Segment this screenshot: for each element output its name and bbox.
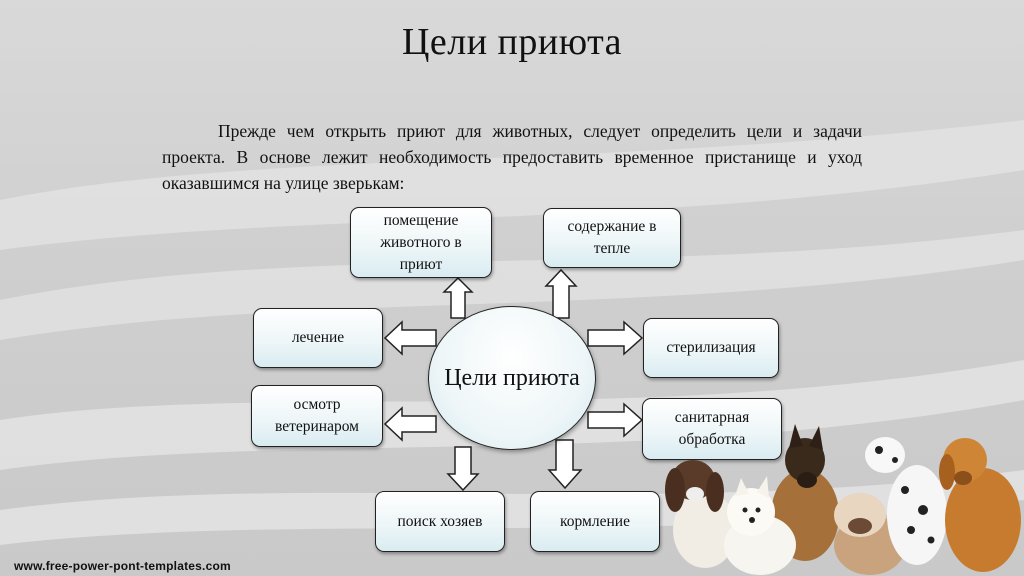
footer-url[interactable]: www.free-power-pont-templates.com (14, 559, 231, 573)
center-goal-circle: Цели приюта (428, 306, 596, 450)
dogs-group-illustration (665, 424, 1021, 575)
goal-label: поиск хозяев (397, 512, 483, 530)
center-label: Цели приюта (444, 365, 580, 391)
dog-dalmatian-icon (865, 437, 947, 565)
arrow-down-left (446, 446, 480, 492)
dog-golden-retriever-icon (939, 438, 1021, 572)
goal-box-vet-check: осмотр ветеринаром (251, 385, 383, 447)
goal-label: санитарная обработка (674, 409, 750, 448)
goal-box-warmth: содержание в тепле (543, 208, 681, 268)
arrow-left-bottom (383, 406, 437, 442)
goal-label: кормление (560, 512, 630, 530)
slide-title: Цели приюта (401, 21, 623, 63)
goal-label: стерилизация (666, 339, 756, 356)
goal-label: содержание в тепле (567, 218, 657, 257)
goal-box-treatment: лечение (253, 308, 383, 368)
goal-box-sterilization: стерилизация (643, 318, 779, 378)
arrow-up-right (544, 268, 578, 319)
goal-box-placement: помещение животного в приют (350, 207, 492, 278)
goal-label: осмотр ветеринаром (275, 396, 359, 435)
arrow-right-bottom (587, 402, 644, 438)
arrow-down-right (547, 439, 583, 490)
goal-box-sanitation: санитарная обработка (642, 398, 782, 460)
arrow-left-top (383, 320, 437, 356)
dog-spaniel-icon (665, 460, 737, 568)
arrow-right-top (587, 320, 644, 356)
goal-label: помещение животного в приют (380, 211, 462, 273)
goal-box-feeding: кормление (530, 491, 660, 552)
arrow-up-left (442, 276, 474, 319)
goal-label: лечение (291, 329, 345, 346)
dog-westie-icon (724, 476, 796, 575)
intro-paragraph: Прежде чем открыть приют для животных, с… (162, 121, 862, 193)
dog-bulldog-icon (834, 493, 906, 575)
goal-box-find-owners: поиск хозяев (375, 491, 505, 552)
